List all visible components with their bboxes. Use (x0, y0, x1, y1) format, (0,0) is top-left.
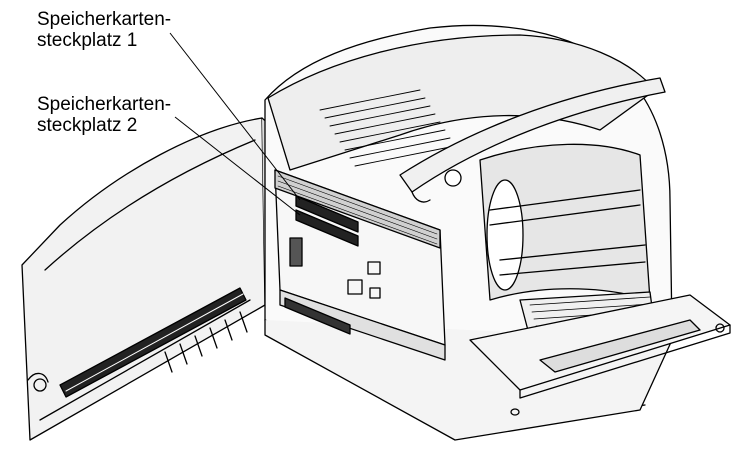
callout-memory-slot-2: Speicherkarten- steckplatz 2 (37, 94, 171, 136)
top-vent (319, 89, 456, 167)
callout-leaders (169, 32, 301, 216)
callout-memory-slot-1: Speicherkarten- steckplatz 1 (37, 9, 171, 51)
toner-cartridge (479, 143, 656, 339)
leader-line-1 (169, 32, 301, 201)
front-lid (399, 77, 666, 203)
callout-1-line-2: steckplatz 1 (37, 30, 138, 51)
callout-2-line-2: steckplatz 2 (37, 115, 138, 136)
side-door (21, 117, 273, 441)
callout-1-line-1: Speicherkarten- (37, 9, 172, 30)
door-vent-grille (59, 287, 247, 398)
paper-tray (469, 294, 731, 399)
callout-2-line-1: Speicherkarten- (37, 94, 172, 115)
door-ribs (164, 311, 248, 373)
controller-board (274, 169, 446, 361)
memory-slots (295, 195, 359, 247)
leader-line-2 (174, 116, 301, 216)
